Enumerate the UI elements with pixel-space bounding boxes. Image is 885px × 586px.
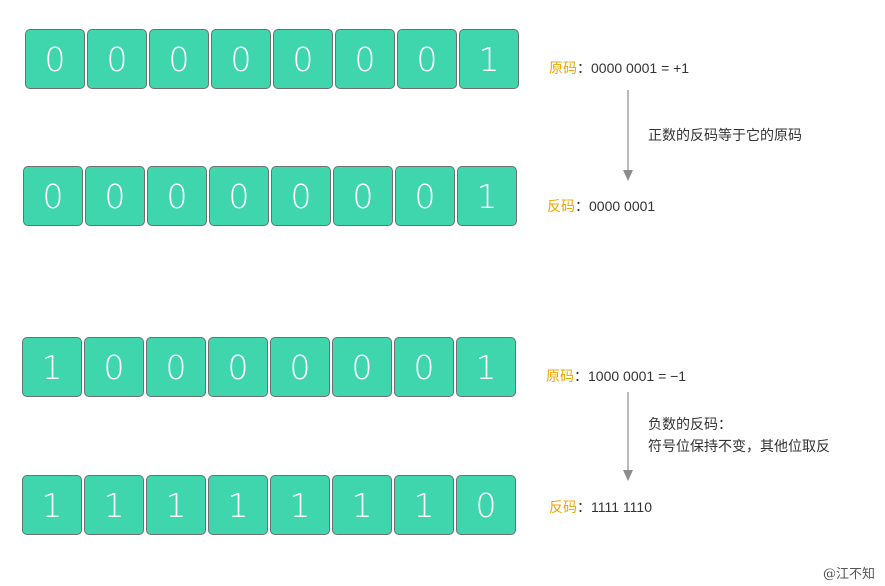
bit-cell: 1 bbox=[84, 475, 144, 535]
bit-cell: 0 bbox=[149, 29, 209, 89]
row-1-label: 原码：0000 0001 = +1 bbox=[549, 58, 689, 78]
bit-row-4-ones-complement-negative: 1 1 1 1 1 1 1 0 bbox=[22, 475, 516, 535]
label-separator: ： bbox=[575, 198, 589, 214]
label-key: 反码 bbox=[547, 198, 575, 214]
negative-note: 负数的反码： 符号位保持不变，其他位取反 bbox=[648, 414, 830, 458]
bit-cell: 1 bbox=[456, 337, 516, 397]
bit-row-2-ones-complement-positive: 0 0 0 0 0 0 0 1 bbox=[23, 166, 517, 226]
bit-cell: 1 bbox=[22, 337, 82, 397]
positive-note: 正数的反码等于它的原码 bbox=[648, 128, 802, 144]
author-watermark: @江不知 bbox=[822, 567, 875, 582]
bit-cell: 1 bbox=[457, 166, 517, 226]
label-separator: ： bbox=[574, 368, 588, 384]
row-4-label: 反码：1111 1110 bbox=[549, 497, 652, 517]
bit-cell: 0 bbox=[23, 166, 83, 226]
bit-cell: 0 bbox=[146, 337, 206, 397]
bit-cell: 0 bbox=[211, 29, 271, 89]
label-value: 0000 0001 = +1 bbox=[591, 60, 690, 76]
bit-cell: 0 bbox=[84, 337, 144, 397]
bit-cell: 0 bbox=[397, 29, 457, 89]
bit-cell: 0 bbox=[456, 475, 516, 535]
label-separator: ： bbox=[577, 60, 591, 76]
negative-note-line-2: 符号位保持不变，其他位取反 bbox=[648, 439, 830, 455]
bit-cell: 0 bbox=[394, 337, 454, 397]
down-arrow-icon bbox=[623, 90, 633, 181]
bit-cell: 1 bbox=[270, 475, 330, 535]
row-2-label: 反码：0000 0001 bbox=[547, 196, 655, 216]
bit-cell: 0 bbox=[209, 166, 269, 226]
row-3-label: 原码：1000 0001 = −1 bbox=[546, 366, 686, 386]
bit-cell: 0 bbox=[335, 29, 395, 89]
bit-cell: 0 bbox=[271, 166, 331, 226]
label-value: 1000 0001 = −1 bbox=[588, 368, 687, 384]
label-key: 反码 bbox=[549, 499, 577, 515]
bit-cell: 0 bbox=[25, 29, 85, 89]
label-separator: ： bbox=[577, 499, 591, 515]
bit-cell: 0 bbox=[332, 337, 392, 397]
bit-cell: 0 bbox=[87, 29, 147, 89]
bit-cell: 0 bbox=[208, 337, 268, 397]
bit-cell: 1 bbox=[146, 475, 206, 535]
bit-cell: 0 bbox=[147, 166, 207, 226]
label-value: 1111 1110 bbox=[591, 499, 652, 515]
down-arrow-icon bbox=[623, 392, 633, 481]
bit-cell: 1 bbox=[208, 475, 268, 535]
negative-note-line-1: 负数的反码： bbox=[648, 417, 732, 433]
bit-row-1-original-positive: 0 0 0 0 0 0 0 1 bbox=[25, 29, 519, 89]
bit-cell: 0 bbox=[270, 337, 330, 397]
bit-row-3-original-negative: 1 0 0 0 0 0 0 1 bbox=[22, 337, 516, 397]
label-value: 0000 0001 bbox=[589, 198, 656, 214]
bit-cell: 1 bbox=[22, 475, 82, 535]
bit-cell: 1 bbox=[332, 475, 392, 535]
label-key: 原码 bbox=[546, 368, 574, 384]
label-key: 原码 bbox=[549, 60, 577, 76]
bit-cell: 0 bbox=[395, 166, 455, 226]
bit-cell: 0 bbox=[333, 166, 393, 226]
bit-cell: 1 bbox=[394, 475, 454, 535]
bit-cell: 0 bbox=[85, 166, 145, 226]
bit-cell: 1 bbox=[459, 29, 519, 89]
bit-cell: 0 bbox=[273, 29, 333, 89]
